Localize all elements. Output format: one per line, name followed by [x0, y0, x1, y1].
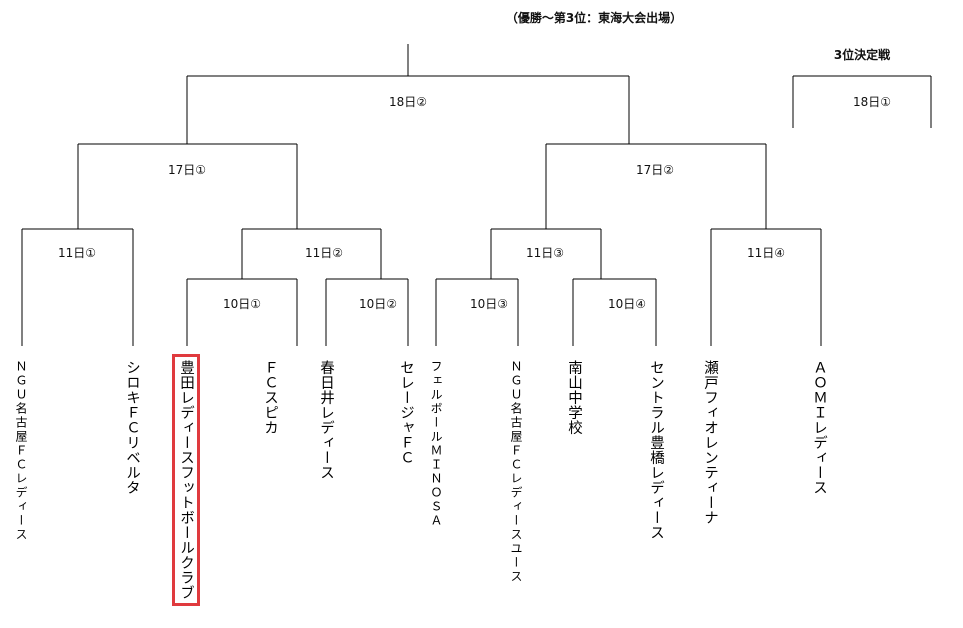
team-name: セントラル豊橋レディース [648, 360, 664, 540]
round-label-qf-1: 11日① [58, 246, 96, 260]
team-name: ＮＧＵ名古屋ＦＣレディース [14, 360, 28, 542]
round-label-third-place: 18日① [853, 95, 891, 109]
round-label-semi-2: 17日② [636, 163, 674, 177]
team-name: ＮＧＵ名古屋ＦＣレディースユース [509, 360, 523, 584]
team-name: 瀬戸フィオレンティーナ [702, 360, 718, 525]
round-label-qf-2: 11日② [305, 246, 343, 260]
round-label-r1-1: 10日① [223, 297, 261, 311]
team-name: 春日井レディース [318, 360, 334, 480]
team-name-highlighted: 豊田レディースフットボールクラブ [172, 354, 200, 606]
round-label-r1-3: 10日③ [470, 297, 508, 311]
team-name: ＡＯＭＩレディース [811, 360, 827, 495]
bracket-lines [21, 44, 932, 346]
round-label-qf-3: 11日③ [526, 246, 564, 260]
third-place-title: 3位決定戦 [834, 47, 891, 62]
round-label-r1-4: 10日④ [608, 297, 646, 311]
team-name: ＦＣスピカ [262, 360, 278, 435]
round-label-r1-2: 10日② [359, 297, 397, 311]
round-label-qf-4: 11日④ [747, 246, 785, 260]
team-name: セレージャＦＣ [398, 360, 414, 465]
team-name: シロキＦＣリベルタ [124, 360, 140, 495]
team-name: 南山中学校 [566, 360, 582, 435]
qualification-note: （優勝〜第3位：東海大会出場） [506, 10, 682, 25]
round-label-final: 18日② [389, 95, 427, 109]
round-label-semi-1: 17日① [168, 163, 206, 177]
team-name: フェルボールＭＩＮＯＳＡ [429, 360, 443, 528]
